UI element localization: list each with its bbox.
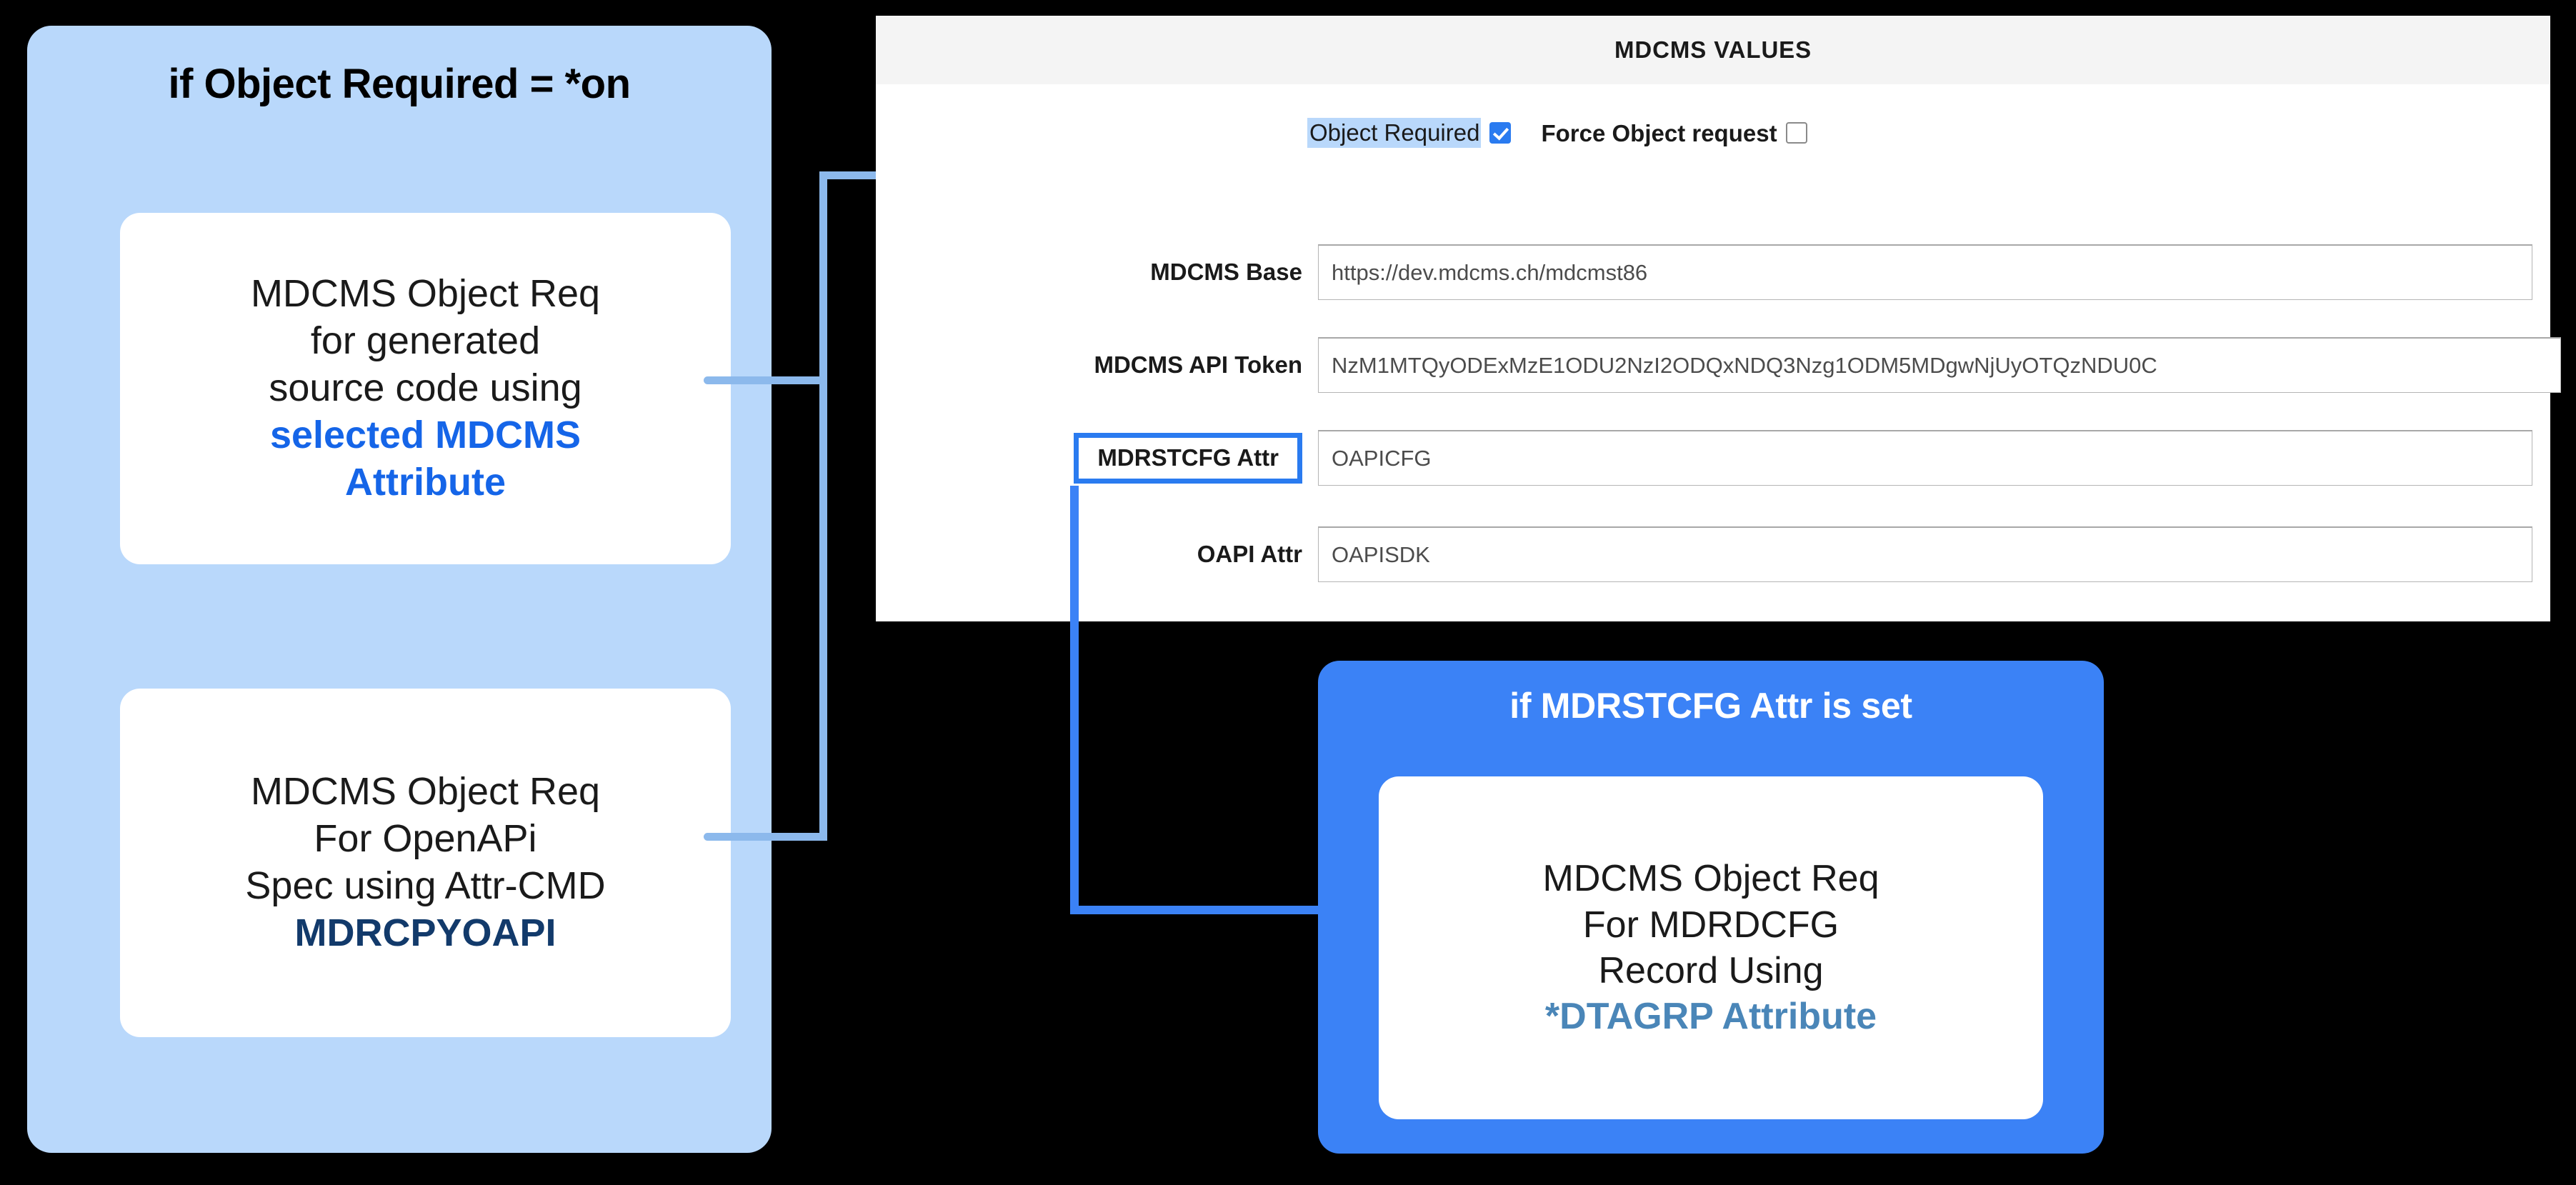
page-title: MDCMS VALUES xyxy=(1614,36,1812,63)
card-line: MDCMS Object Req xyxy=(1542,858,1879,900)
force-object-request-label: Force Object request xyxy=(1541,119,1777,146)
callout-card-generated-source: MDCMS Object Req for generated source co… xyxy=(120,213,731,564)
card-line: MDCMS Object Req xyxy=(250,770,601,814)
oapi-attr-input[interactable]: OAPISDK xyxy=(1318,526,2532,582)
oapi-attr-label: OAPI Attr xyxy=(1197,541,1302,567)
callout-card-openapi-spec: MDCMS Object Req For OpenAPi Spec using … xyxy=(120,689,731,1037)
object-required-label: Object Required xyxy=(1307,118,1482,148)
mdcms-base-label: MDCMS Base xyxy=(1150,259,1302,285)
connector-vertical-light xyxy=(819,171,827,841)
card-line: MDCMS Object Req xyxy=(250,272,601,316)
left-callout-box: if Object Required = *on MDCMS Object Re… xyxy=(27,26,772,1153)
force-object-request-checkbox[interactable] xyxy=(1785,122,1807,144)
card-line: Spec using Attr-CMD xyxy=(245,864,606,907)
card-line: for generated xyxy=(310,319,541,363)
form-row-mdrstcfg-attr: MDRSTCFG Attr OAPICFG xyxy=(876,429,2532,487)
mdcms-api-token-input[interactable]: NzM1MTQyODExMzE1ODU2NzI2ODQxNDQ3Nzg1ODM5… xyxy=(1318,337,2561,393)
card-accent-line: *DTAGRP Attribute xyxy=(1544,996,1877,1038)
card-accent-line: Attribute xyxy=(345,460,506,504)
card-accent-line: MDRCPYOAPI xyxy=(294,911,556,954)
card-line: For MDRDCFG xyxy=(1582,904,1839,946)
card-accent-line: selected MDCMS xyxy=(269,413,581,456)
left-callout-title: if Object Required = *on xyxy=(168,61,631,107)
right-callout-box: if MDRSTCFG Attr is set MDCMS Object Req… xyxy=(1318,661,2104,1154)
form-row-mdcms-base: MDCMS Base https://dev.mdcms.ch/mdcmst86 xyxy=(876,243,2532,301)
panel-header: MDCMS VALUES xyxy=(876,16,2550,84)
connector-horizontal-to-right-callout xyxy=(1070,906,1327,914)
object-required-checkbox[interactable] xyxy=(1489,122,1512,144)
mdcms-base-input[interactable]: https://dev.mdcms.ch/mdcmst86 xyxy=(1318,244,2532,300)
mdrstcfg-attr-input[interactable]: OAPICFG xyxy=(1318,430,2532,486)
card-line: Record Using xyxy=(1598,950,1824,991)
card-line: For OpenAPi xyxy=(314,817,537,861)
connector-horizontal-to-card-generated-source xyxy=(704,376,825,384)
connector-horizontal-to-card-openapi-spec xyxy=(704,833,825,841)
form-row-mdcms-api-token: MDCMS API Token NzM1MTQyODExMzE1ODU2NzI2… xyxy=(876,336,2561,394)
callout-card-mdrdcfg-record: MDCMS Object Req For MDRDCFG Record Usin… xyxy=(1379,776,2043,1119)
connector-vertical-strong xyxy=(1070,486,1079,914)
mdcms-values-panel: MDCMS VALUES Object Required Force Objec… xyxy=(876,16,2561,621)
mdcms-api-token-label: MDCMS API Token xyxy=(1094,351,1302,378)
checkbox-row: Object Required Force Object request xyxy=(1307,117,1807,149)
mdrstcfg-attr-label: MDRSTCFG Attr xyxy=(1074,432,1302,484)
right-callout-title: if MDRSTCFG Attr is set xyxy=(1509,686,1912,726)
mdrstcfg-attr-label-wrap: MDRSTCFG Attr xyxy=(876,432,1318,484)
form-row-oapi-attr: OAPI Attr OAPISDK xyxy=(876,525,2532,584)
card-line: source code using xyxy=(269,366,582,410)
